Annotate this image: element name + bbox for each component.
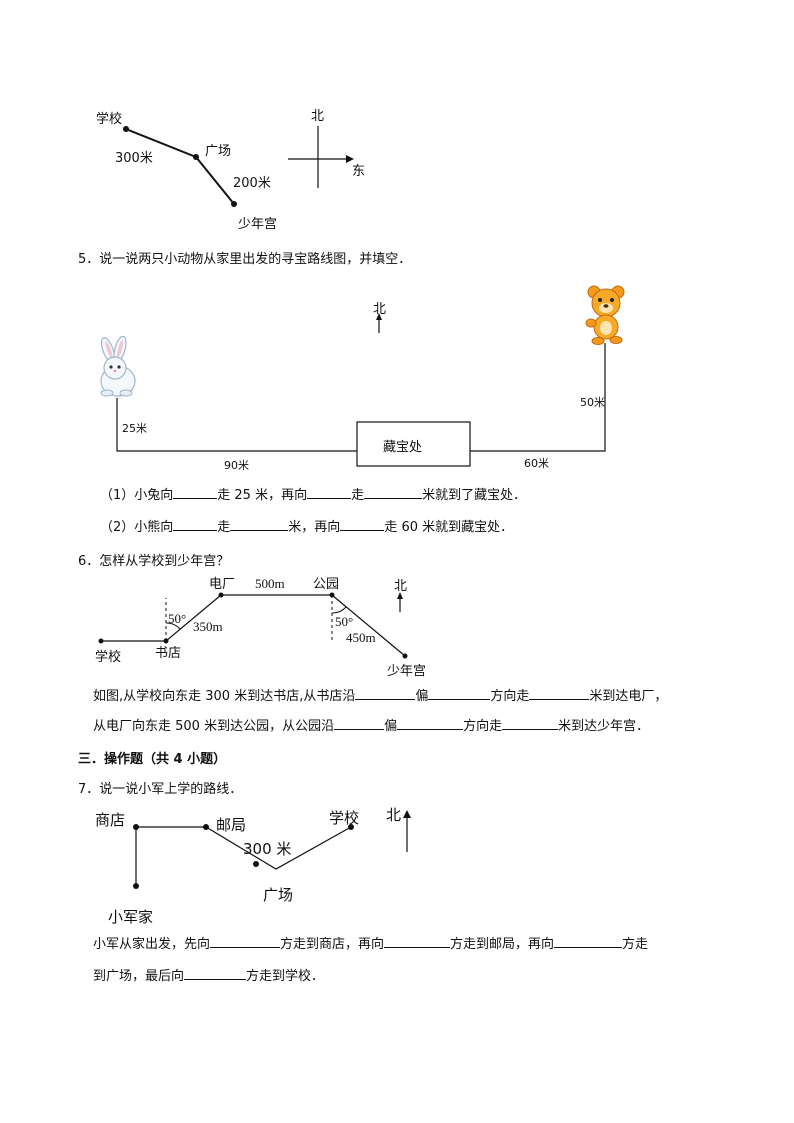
school-label: 学校 [95,649,122,664]
youth-palace-label: 少年宫 [387,663,427,678]
school-label: 学校 [96,112,123,127]
bookstore-label: 书店 [155,645,182,660]
bear-distance-north: 50米 [580,396,605,409]
angle-label-2: 50° [335,614,354,629]
answer-blank[interactable] [307,484,352,499]
question-7-title: 7．说一说小军上学的路线． [78,782,243,797]
question-6-line-2: 从电厂向东走 500 米到达公园，从公园沿偏方向走米到达少年宫． [93,715,649,737]
youth-palace-label: 少年宫 [238,217,278,232]
question-5-part-1: （1）小兔向走 25 米，再向走米就到了藏宝处． [100,484,526,506]
compass-north-label: 北 [311,109,325,124]
park-label: 公园 [313,576,340,591]
answer-blank[interactable] [502,715,559,730]
north-label: 北 [386,806,402,824]
answer-blank[interactable] [554,933,623,948]
distance-450m: 450m [346,630,376,645]
home-label: 小军家 [108,908,154,926]
distance-label-1: 300米 [115,151,153,166]
answer-blank[interactable] [210,933,281,948]
answer-blank[interactable] [334,715,385,730]
bear-icon [580,283,632,345]
answer-blank[interactable] [355,685,416,700]
question-7-line-1: 小军从家出发，先向方走到商店，再向方走到邮局，再向方走 [93,933,648,955]
answer-blank[interactable] [340,516,385,531]
distance-500m: 500m [255,576,285,591]
answer-blank[interactable] [384,933,451,948]
post-office-label: 邮局 [216,816,247,834]
question-7-line-2: 到广场，最后向方走到学校． [93,965,324,987]
angle-label-1: 50° [168,611,187,626]
power-plant-label: 电厂 [209,576,236,591]
shop-label: 商店 [95,811,126,829]
north-label: 北 [394,578,408,593]
distance-350m: 350m [193,619,223,634]
north-label: 北 [373,302,387,317]
bear-distance-west: 60米 [524,457,549,470]
answer-blank[interactable] [529,685,590,700]
question-5-part-2: （2）小熊向走米，再向走 60 米就到藏宝处． [100,516,513,538]
rabbit-icon [92,335,144,398]
answer-blank[interactable] [428,685,491,700]
answer-blank[interactable] [230,516,289,531]
square-label: 广场 [205,144,232,159]
answer-blank[interactable] [173,484,218,499]
rabbit-distance-north: 25米 [122,422,147,435]
answer-blank[interactable] [397,715,464,730]
distance-label: 300 米 [243,840,292,858]
question-5-title: 5．说一说两只小动物从家里出发的寻宝路线图，并填空． [78,252,412,267]
question-6-line-1: 如图,从学校向东走 300 米到达书店,从书店沿偏方向走米到达电厂， [93,685,667,707]
compass-east-label: 东 [352,164,366,179]
answer-blank[interactable] [184,965,247,980]
rabbit-distance-east: 90米 [224,459,249,472]
treasure-label: 藏宝处 [383,440,423,455]
question-6-title: 6．怎样从学校到少年宫？ [78,554,230,569]
square-label: 广场 [263,886,294,904]
answer-blank[interactable] [173,516,218,531]
distance-label-2: 200米 [233,176,271,191]
answer-blank[interactable] [364,484,423,499]
section-3-title: 三．操作题（共 4 小题） [78,752,227,767]
school-label: 学校 [329,809,360,827]
